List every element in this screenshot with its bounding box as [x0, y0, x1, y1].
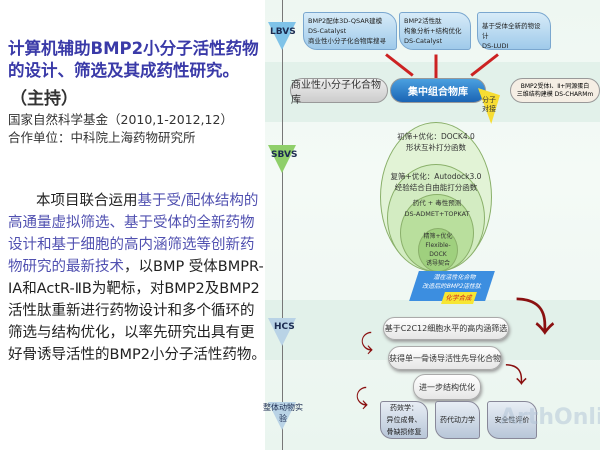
hcs-step-3: 进一步结构优化 [413, 374, 481, 400]
stage-marker-icon [268, 318, 296, 346]
desc-pre: 本项目联合运用 [36, 193, 138, 209]
arrow-icon [434, 54, 438, 79]
project-title: 计算机辅助BMP2小分子活性药物的设计、筛选及其成药性研究。 [8, 39, 259, 80]
desc-post: ，以BMP 受体BMPR-ⅠA和ActR-ⅡB为靶标，对BMP2及BMP2活性肽… [8, 259, 266, 363]
role-label: （主持） [10, 89, 78, 109]
watermark: ArthOnline [500, 405, 600, 430]
hcs-step-2: 获得单一骨诱导活性先导化合物 [388, 346, 502, 370]
curved-arrow-icon: ⤵ [505, 364, 528, 389]
animal-box-pharmacodynamics: 药效学：异位成骨、骨缺损修复 [380, 401, 428, 439]
docking-label: 分子对接 [482, 96, 496, 113]
stage-sbvs: SBVS [271, 150, 298, 160]
stage-marker-icon [268, 22, 296, 50]
hcs-step-1: 基于C2C12细胞水平的高内涵筛选 [383, 317, 509, 340]
animal-box-safety: 安全性评价 [487, 401, 537, 439]
curved-arrow-icon: ⤹ [355, 385, 369, 410]
stage-hcs: HCS [274, 322, 295, 332]
commercial-library: 商业性小分子化合物库 [290, 78, 388, 106]
desc-highlight: 基于受/配体结构的高通量虚拟筛选、基于受体的全新药物设计和基于细胞的高内涵筛选等… [8, 193, 259, 275]
stage-marker-icon [268, 402, 296, 430]
timeline-line [282, 0, 283, 450]
partner-text: 合作单位：中科院上海药物研究所 [8, 130, 196, 145]
curved-arrow-icon: ⤹ [360, 330, 374, 355]
project-description: 本项目联合运用基于受/配体结构的高通量虚拟筛选、基于受体的全新药物设计和基于细胞… [8, 190, 268, 366]
stage-animal: 整体动物实验 [263, 403, 303, 423]
receptor-box: BMP2受体Ⅰ、Ⅱ+同源蛋白三维结构建模 DS-CHARMm [510, 78, 600, 103]
funding-text: 国家自然科学基金（2010,1-2012,12） [8, 112, 233, 127]
focused-library: 集中组合物库 [390, 78, 486, 103]
curved-arrow-icon: ⤵ [515, 295, 555, 341]
animal-box-pharmacokinetics: 药代动力学 [435, 401, 480, 439]
stage-marker-icon [268, 145, 296, 173]
stage-lbvs: LBVS [270, 27, 296, 37]
synthesis-label: 化学合成 [441, 292, 477, 304]
